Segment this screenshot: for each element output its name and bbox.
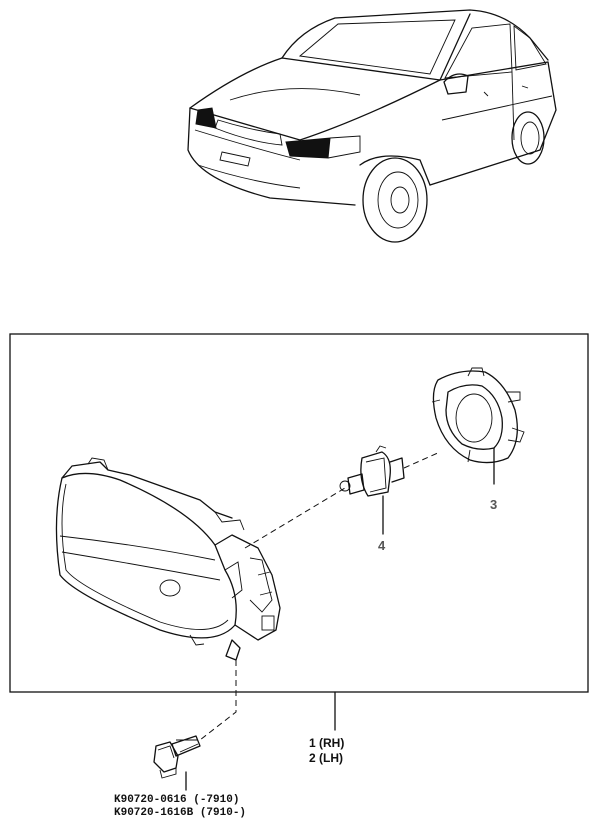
diagram-frame	[9, 333, 589, 693]
assembly-line-bolt	[199, 660, 237, 741]
headlamp-assembly	[55, 457, 281, 661]
assembly-label-lh: 2 (LH)	[309, 751, 343, 765]
vehicle-illustration	[187, 9, 557, 243]
assembly-label-rh: 1 (RH)	[309, 736, 344, 750]
callout-retaining-ring: 3	[490, 497, 497, 512]
bolt-code-1: K90720-0616 (-7910)	[114, 794, 239, 806]
assembly-line-bulb	[244, 487, 346, 549]
bolt-code-2: K90720-1616B (7910-)	[114, 807, 246, 819]
callout-bulb-socket: 4	[378, 538, 386, 553]
assembly-line-ring	[403, 451, 441, 469]
bulb-socket	[339, 445, 405, 497]
retaining-ring	[431, 367, 525, 464]
mounting-bolt	[153, 735, 201, 779]
